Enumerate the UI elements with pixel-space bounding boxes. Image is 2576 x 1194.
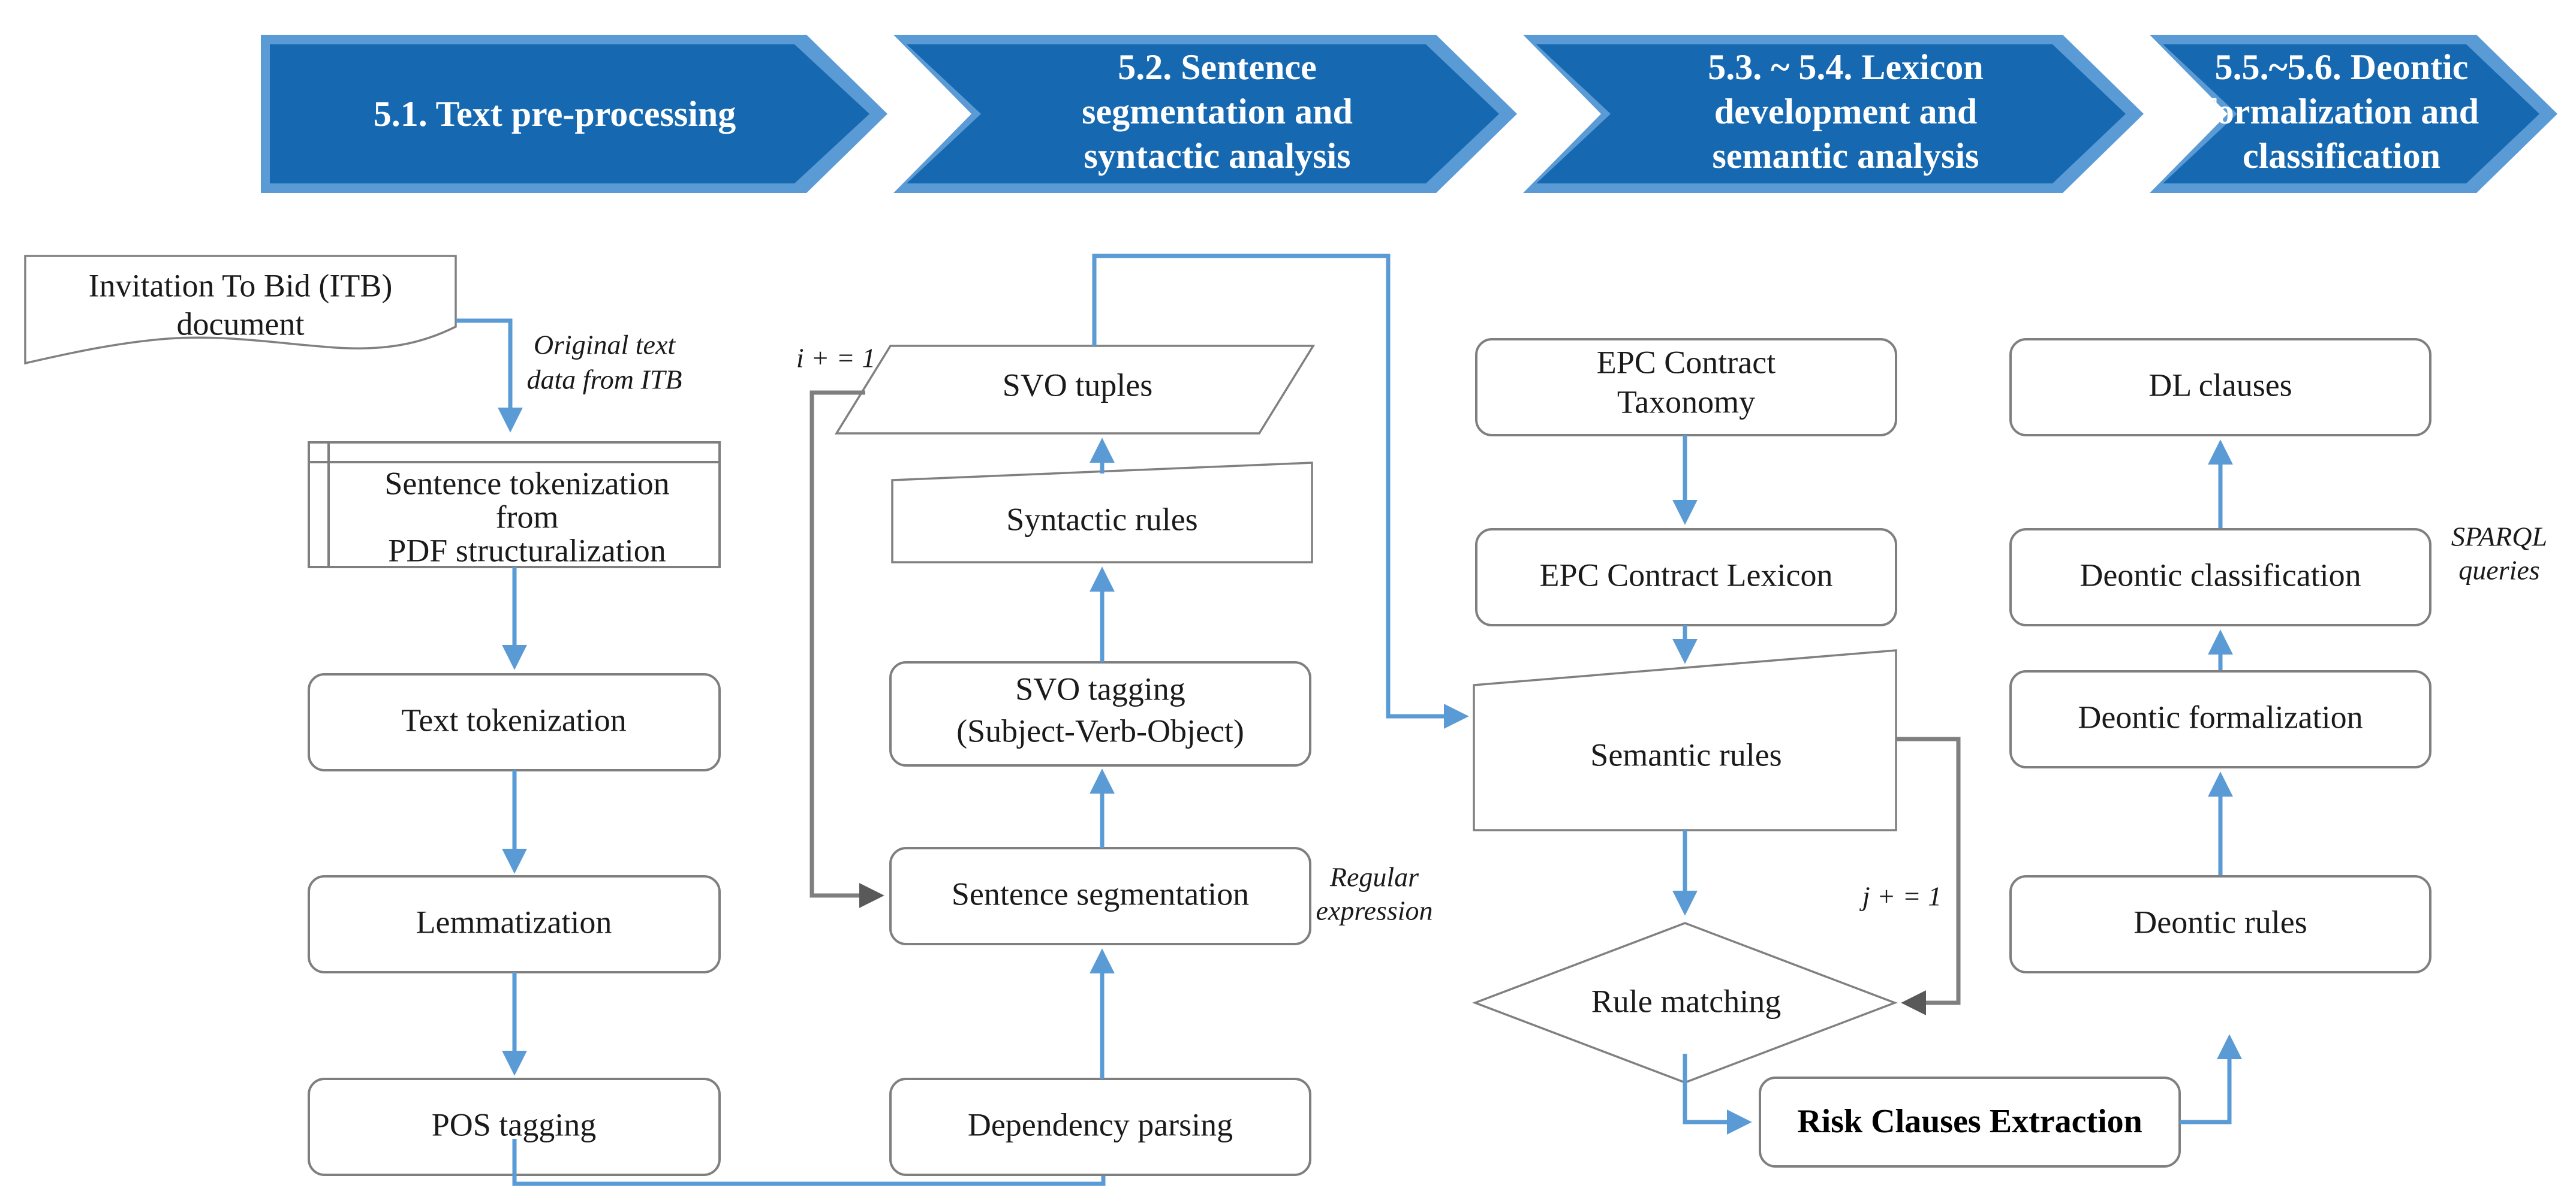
node-epc-contract-lexicon-label: EPC Contract Lexicon — [1540, 557, 1833, 593]
edge-label-i-increment: i + = 1 — [796, 343, 875, 373]
node-svo-tuples[interactable]: SVO tuples — [834, 345, 1316, 435]
node-svo-tagging-label-line2: (Subject-Verb-Object) — [956, 713, 1244, 749]
node-semantic-rules[interactable]: Semantic rules — [1473, 649, 1897, 831]
node-sentence-segmentation-label: Sentence segmentation — [952, 876, 1249, 912]
edge-label-regular-expression: Regular expression — [1316, 862, 1433, 926]
edge-svo-tuples-to-semantic-rules — [1092, 254, 1469, 729]
node-epc-contract-lexicon[interactable]: EPC Contract Lexicon — [1475, 528, 1897, 626]
edge-label-sparql-queries-line1: SPARQL — [2451, 521, 2547, 552]
node-dependency-parsing-label: Dependency parsing — [968, 1106, 1233, 1142]
node-svo-tuples-label: SVO tuples — [1003, 367, 1153, 403]
banner-step-3-label-line1: 5.3. ~ 5.4. Lexicon — [1708, 47, 1984, 87]
node-risk-clauses-extraction-label: Risk Clauses Extraction — [1797, 1103, 2142, 1140]
banner-step-3-label-line2: development and — [1714, 92, 1977, 131]
node-deontic-classification-label: Deontic classification — [2080, 557, 2361, 593]
node-deontic-rules-label: Deontic rules — [2133, 904, 2307, 940]
edge-label-j-increment: j + = 1 — [1859, 881, 1942, 912]
edge-label-regular-expression-line2: expression — [1316, 896, 1433, 926]
banner-step-2-label-line3: syntactic analysis — [1084, 136, 1350, 176]
edge-label-original-text: Original text data from ITB — [527, 330, 682, 395]
edge-rule-matching-to-risk-clauses — [1683, 1054, 1752, 1135]
edge-label-sparql-queries-line2: queries — [2458, 555, 2539, 586]
node-deontic-rules[interactable]: Deontic rules — [2009, 875, 2431, 973]
node-itb-document-label-line2: document — [177, 306, 305, 342]
node-text-tokenization[interactable]: Text tokenization — [308, 673, 721, 771]
node-sentence-tokenization[interactable]: Sentence tokenization from PDF structura… — [308, 441, 721, 568]
banner-step-4-label-line3: classification — [2243, 136, 2440, 176]
node-svo-tagging[interactable]: SVO tagging (Subject-Verb-Object) — [889, 661, 1311, 767]
node-rule-matching[interactable]: Rule matching — [1472, 922, 1898, 1084]
banner-step-2-label-line2: segmentation and — [1082, 92, 1353, 131]
edge-loop-i-increment: i + = 1 — [796, 343, 884, 908]
edge-label-regular-expression-line1: Regular — [1329, 862, 1419, 893]
edge-risk-clauses-to-deontic-rules — [2180, 1034, 2242, 1124]
node-deontic-classification[interactable]: Deontic classification — [2009, 528, 2431, 626]
node-pos-tagging-label: POS tagging — [432, 1106, 597, 1142]
banner-step-3[interactable]: 5.3. ~ 5.4. Lexicon development and sema… — [1523, 35, 2144, 193]
node-epc-contract-taxonomy-label-line2: Taxonomy — [1617, 384, 1755, 420]
edge-loop-j-increment: j + = 1 — [1859, 737, 1961, 1015]
node-dl-clauses[interactable]: DL clauses — [2009, 338, 2431, 436]
node-itb-document[interactable]: Invitation To Bid (ITB) document — [24, 255, 457, 365]
node-semantic-rules-label: Semantic rules — [1590, 737, 1781, 773]
edge-label-original-text-line2: data from ITB — [527, 364, 682, 395]
edge-label-original-text-line1: Original text — [534, 330, 676, 360]
banner-step-1[interactable]: 5.1. Text pre-processing — [261, 35, 887, 193]
node-sentence-tokenization-label-line2: from — [496, 499, 559, 535]
banner-step-2-label-line1: 5.2. Sentence — [1118, 47, 1317, 87]
node-sentence-tokenization-label-line3: PDF structuralization — [388, 532, 666, 568]
node-sentence-tokenization-label-line1: Sentence tokenization — [384, 465, 669, 501]
node-rule-matching-label: Rule matching — [1591, 983, 1781, 1019]
node-lemmatization[interactable]: Lemmatization — [308, 875, 721, 973]
node-dependency-parsing[interactable]: Dependency parsing — [889, 1078, 1311, 1176]
banner-step-4-label-line2: formalization and — [2204, 92, 2479, 131]
node-sentence-segmentation[interactable]: Sentence segmentation — [889, 847, 1311, 945]
node-epc-contract-taxonomy[interactable]: EPC Contract Taxonomy — [1475, 338, 1897, 436]
node-itb-document-label-line1: Invitation To Bid (ITB) — [89, 267, 393, 303]
node-text-tokenization-label: Text tokenization — [401, 702, 627, 738]
edge-itb-to-sentence-tokenization — [456, 318, 523, 433]
node-lemmatization-label: Lemmatization — [416, 904, 612, 940]
node-dl-clauses-label: DL clauses — [2148, 367, 2292, 403]
node-risk-clauses-extraction[interactable]: Risk Clauses Extraction — [1759, 1077, 2181, 1168]
banner-step-1-label: 5.1. Text pre-processing — [374, 94, 736, 134]
node-svo-tagging-label-line1: SVO tagging — [1015, 671, 1185, 707]
edge-label-sparql-queries: SPARQL queries — [2451, 521, 2547, 586]
banner-step-3-label-line3: semantic analysis — [1712, 136, 1979, 176]
node-syntactic-rules-label: Syntactic rules — [1006, 501, 1197, 537]
node-deontic-formalization-label: Deontic formalization — [2078, 699, 2363, 735]
banner-step-2[interactable]: 5.2. Sentence segmentation and syntactic… — [893, 35, 1517, 193]
node-deontic-formalization[interactable]: Deontic formalization — [2009, 670, 2431, 768]
banner-step-4-label-line1: 5.5.~5.6. Deontic — [2215, 47, 2469, 87]
node-syntactic-rules[interactable]: Syntactic rules — [891, 462, 1313, 563]
banner-step-4[interactable]: 5.5.~5.6. Deontic formalization and clas… — [2150, 35, 2557, 193]
node-epc-contract-taxonomy-label-line1: EPC Contract — [1597, 344, 1775, 380]
